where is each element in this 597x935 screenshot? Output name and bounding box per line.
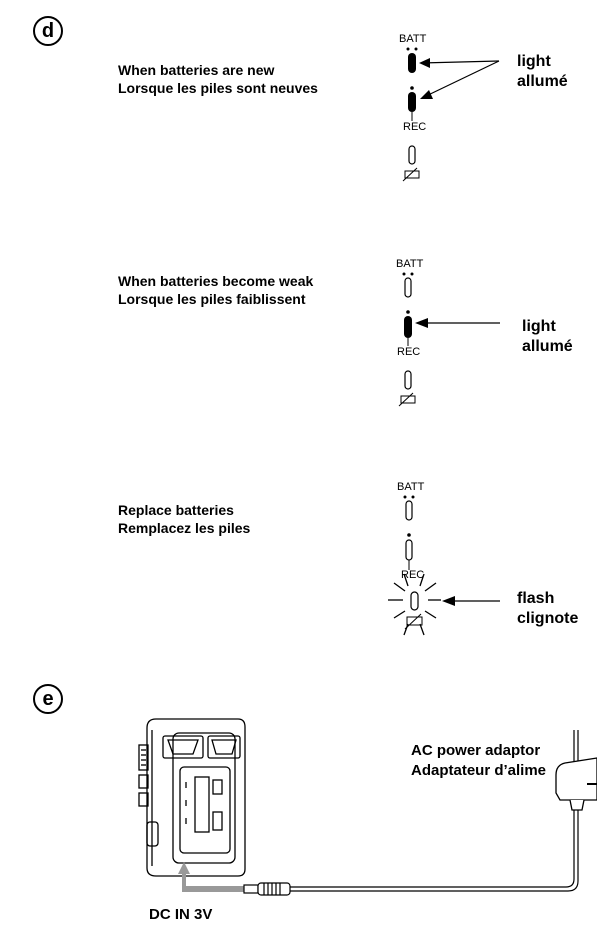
panel-2-caption-fr: Lorsque les piles faiblissent	[118, 291, 306, 307]
panel-1-callout-en: light	[517, 53, 551, 70]
battery-led-off-icon	[402, 145, 420, 182]
rec-led-lit-icon	[408, 86, 416, 121]
batt-led-lit-icon	[406, 47, 418, 73]
panel-2-caption-en: When batteries become weak	[118, 273, 314, 289]
panel-1-callout-fr: allumé	[517, 73, 568, 90]
panel-3-callout: flash clignote	[517, 589, 578, 629]
dc-in-label: DC IN 3V	[149, 906, 213, 923]
panel-2-batt-label: BATT	[396, 258, 424, 270]
panel-2-callout-fr: allumé	[522, 338, 573, 355]
dc-in-arrow-icon	[178, 862, 244, 892]
panel-2-callout: light allumé	[522, 317, 573, 357]
section-e-badge: e	[33, 684, 63, 714]
callout-arrow	[415, 318, 500, 328]
callout-arrows	[419, 58, 500, 99]
section-d-badge: d	[33, 16, 63, 46]
adaptor-label-fr: Adaptateur d’alime	[411, 762, 547, 779]
callout-arrow	[442, 596, 500, 606]
panel-3-callout-fr: clignote	[517, 610, 579, 627]
panel-1-caption: When batteries are new Lorsque les piles…	[118, 61, 318, 97]
panel-1-batt-label: BATT	[399, 33, 427, 45]
panel-3-rec-label: REC	[401, 569, 425, 581]
section-d-letter: d	[41, 20, 55, 42]
panel-3-batt-label: BATT	[397, 481, 425, 493]
battery-led-off-icon	[398, 370, 416, 407]
panel-1-callout: light allumé	[517, 52, 568, 92]
adaptor-label-en: AC power adaptor	[411, 742, 541, 759]
dc-plug-icon	[243, 882, 291, 896]
section-e-letter: e	[42, 688, 54, 710]
panel-2-caption: When batteries become weak Lorsque les p…	[118, 272, 313, 308]
panel-3-caption-en: Replace batteries	[118, 502, 234, 518]
panel-1-caption-fr: Lorsque les piles sont neuves	[118, 80, 318, 96]
adaptor-cable	[290, 730, 575, 888]
panel-3-callout-en: flash	[517, 590, 555, 607]
adaptor-label: AC power adaptor Adaptateur d’alime	[411, 741, 546, 781]
panel-1-caption-en: When batteries are new	[118, 62, 275, 78]
cassette-recorder-icon	[138, 718, 246, 877]
panel-1-rec-label: REC	[403, 121, 427, 133]
rec-led-off-icon	[405, 533, 413, 570]
panel-2-callout-en: light	[522, 318, 556, 335]
batt-led-off-icon	[402, 272, 414, 298]
panel-3-caption: Replace batteries Remplacez les piles	[118, 501, 250, 537]
batt-led-off-icon	[403, 495, 415, 521]
rec-led-lit-icon	[404, 310, 412, 346]
panel-3-caption-fr: Remplacez les piles	[118, 520, 251, 536]
ac-adaptor-icon	[555, 757, 597, 811]
panel-2-rec-label: REC	[397, 346, 421, 358]
flash-rays-icon	[388, 573, 441, 636]
